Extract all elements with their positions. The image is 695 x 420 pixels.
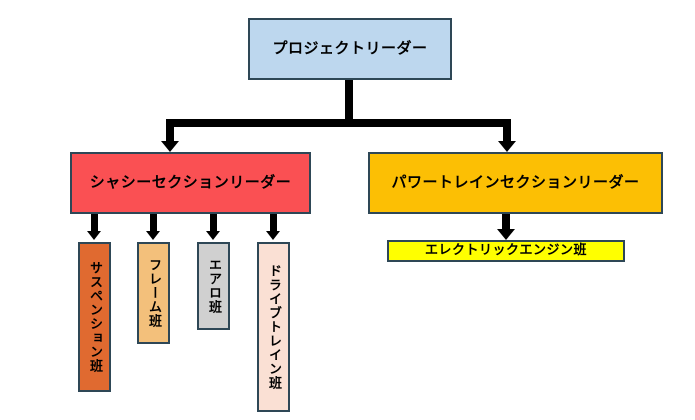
- arrowhead-chassis: [161, 141, 179, 152]
- node-frame-team[interactable]: フレーム班: [137, 242, 170, 344]
- arrowhead-drivetrain: [266, 231, 280, 240]
- node-electric-engine-team[interactable]: エレクトリックエンジン班: [387, 240, 625, 262]
- connector-drop-suspension: [91, 214, 98, 232]
- connector-drop-electric-engine: [502, 214, 510, 230]
- connector-drop-drivetrain: [270, 214, 277, 232]
- connector-horizontal-bus-level2: [166, 119, 511, 127]
- arrowhead-frame: [146, 231, 160, 240]
- node-powertrain-section-leader[interactable]: パワートレインセクションリーダー: [368, 152, 663, 214]
- node-project-leader[interactable]: プロジェクトリーダー: [248, 18, 452, 80]
- arrowhead-electric-engine: [497, 229, 515, 240]
- connector-drop-aero: [210, 214, 217, 232]
- node-suspension-team[interactable]: サスペンション班: [78, 242, 111, 392]
- node-drivetrain-team[interactable]: ドライブトレイン班: [257, 242, 290, 412]
- arrowhead-powertrain: [498, 141, 516, 152]
- node-aero-team[interactable]: エアロ班: [197, 242, 230, 330]
- connector-trunk-project-leader: [345, 80, 353, 124]
- arrowhead-suspension: [87, 231, 101, 240]
- connector-drop-frame: [150, 214, 157, 232]
- connector-drop-powertrain: [503, 119, 511, 142]
- connector-drop-chassis: [166, 119, 174, 142]
- arrowhead-aero: [206, 231, 220, 240]
- node-chassis-section-leader[interactable]: シャシーセクションリーダー: [70, 152, 311, 214]
